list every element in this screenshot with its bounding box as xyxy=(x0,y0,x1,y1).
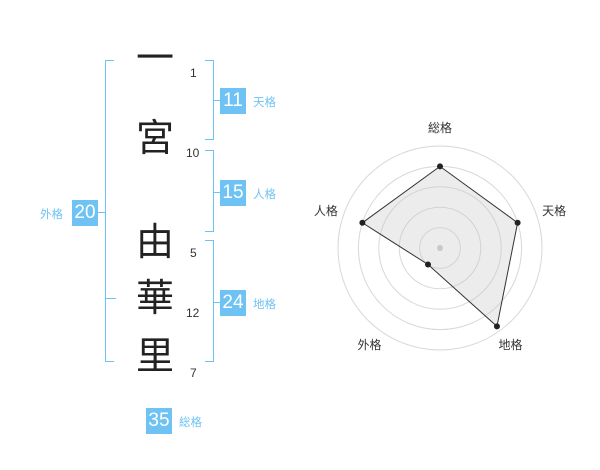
tenkaku-value: 11 xyxy=(220,88,246,114)
radar-axis-label-2: 天格 xyxy=(542,203,566,218)
stroke-count-3: 5 xyxy=(190,246,197,260)
radar-axis-label-1: 総格 xyxy=(428,120,452,135)
radar-center-dot xyxy=(437,245,443,251)
chikaku-bracket-tick xyxy=(213,302,220,303)
jinkaku-value: 15 xyxy=(220,180,246,206)
name-char-1: 一 xyxy=(135,36,174,80)
radar-point-5 xyxy=(359,219,366,226)
gaikaku-value: 20 xyxy=(72,200,98,226)
name-char-2: 宮 xyxy=(135,116,174,160)
jinkaku-bracket xyxy=(205,150,214,232)
stroke-count-1: 1 xyxy=(190,66,197,80)
name-char-5: 里 xyxy=(135,334,174,378)
radar-ring-3 xyxy=(378,186,502,310)
radar-ring-2 xyxy=(398,206,482,290)
jinkaku-label: 人格 xyxy=(253,187,276,201)
radar-point-3 xyxy=(493,323,500,330)
radar-axis-label-5: 人格 xyxy=(314,203,338,218)
soukaku-value: 35 xyxy=(146,408,172,434)
gaikaku-bracket xyxy=(105,60,114,362)
stroke-count-4: 12 xyxy=(186,306,200,320)
radar-ring-1 xyxy=(419,227,461,269)
name-char-4: 華 xyxy=(135,276,174,320)
radar-axis-label-4: 外格 xyxy=(357,337,381,352)
radar-axis-label-3: 地格 xyxy=(499,337,523,352)
gaikaku-bracket-tick xyxy=(98,212,105,213)
radar-point-2 xyxy=(514,219,521,226)
name-char-3: 由 xyxy=(135,220,174,264)
tenkaku-label: 天格 xyxy=(253,95,276,109)
gaikaku-bracket-inner-tick xyxy=(106,298,116,299)
gaikaku-label: 外格 xyxy=(40,207,63,221)
radar-point-1 xyxy=(437,163,443,170)
jinkaku-bracket-tick xyxy=(213,192,220,193)
chikaku-bracket xyxy=(205,240,214,362)
soukaku-label: 総格 xyxy=(179,415,202,429)
radar-ring-5 xyxy=(337,145,543,351)
radar-point-4 xyxy=(425,261,432,268)
tenkaku-bracket-tick xyxy=(213,100,220,101)
stroke-count-2: 10 xyxy=(186,146,200,160)
chikaku-label: 地格 xyxy=(253,297,276,311)
stroke-count-5: 7 xyxy=(190,366,197,380)
chikaku-value: 24 xyxy=(220,290,246,316)
